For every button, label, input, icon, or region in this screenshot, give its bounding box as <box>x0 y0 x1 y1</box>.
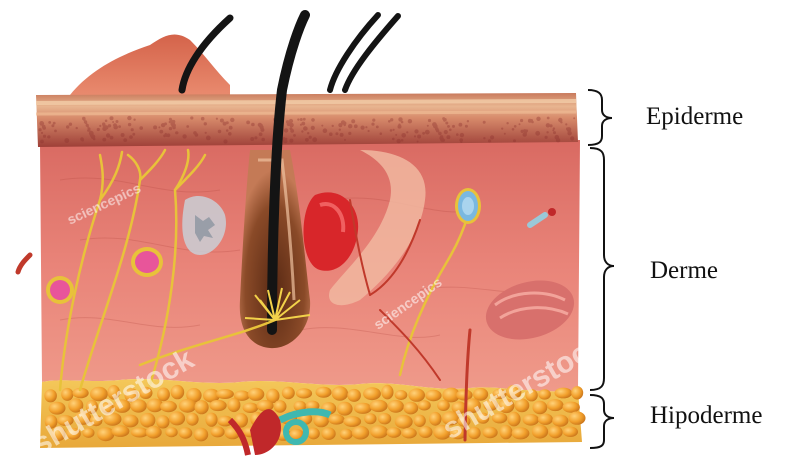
layer-brackets <box>588 90 614 448</box>
label-hypodermis: Hipoderme <box>650 403 762 428</box>
receptor-pink-left <box>46 276 74 304</box>
label-epidermis: Epiderme <box>646 104 743 129</box>
receptor-blue-right <box>455 188 481 224</box>
label-dermis: Derme <box>650 258 718 283</box>
watermark-stock-3: shutterstock <box>440 0 568 74</box>
bracket-hypodermis <box>590 395 614 448</box>
bracket-epidermis <box>588 90 612 145</box>
receptor-pink-center <box>131 247 163 277</box>
